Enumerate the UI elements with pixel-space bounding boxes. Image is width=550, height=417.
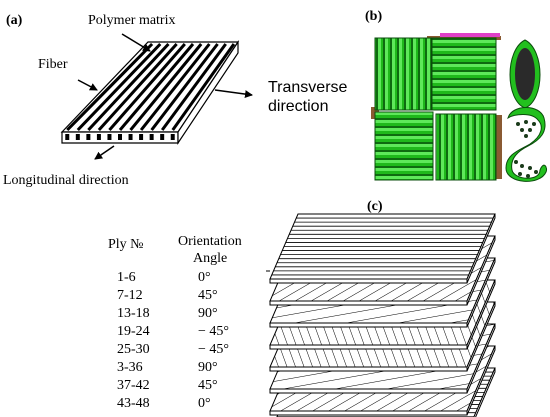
fiber-strand: [139, 43, 211, 131]
ply-angle: − 45°: [198, 324, 229, 339]
fiber-composite-block: [60, 40, 240, 145]
table-header-angle: Angle: [193, 251, 227, 266]
ply-range: 13-18: [117, 306, 150, 321]
fiber-end: [170, 134, 175, 140]
ply-range: 1-6: [117, 270, 136, 285]
fiber-strand: [160, 43, 227, 131]
table-header-orientation: Orientation: [178, 234, 242, 249]
tow-bottom-left: [374, 111, 434, 181]
panel-c: (c) Ply № Orientation Angle 1-6 0° 7-12 45°…: [108, 199, 496, 417]
fiber-strand: [171, 43, 236, 131]
table-rows: 1-6 0° 7-12 45° 13-18 90° 19-24 − 45° 25-30 − 45°…: [117, 270, 229, 411]
ply-range: 43-48: [117, 396, 150, 411]
fiber-strand: [118, 43, 195, 131]
transverse-arrow: [214, 89, 253, 99]
fiber-dot: [524, 134, 528, 138]
resin-pink-edge: [440, 33, 500, 37]
fiber-label: Fiber: [38, 57, 68, 72]
cross-section-lower: [505, 107, 547, 182]
fiber-end: [128, 134, 133, 140]
ply-range: 7-12: [117, 288, 143, 303]
fiber-end: [107, 134, 112, 140]
woven-fabric: [371, 33, 502, 181]
polymer-matrix-arrow: [121, 33, 151, 52]
tow-top-left: [374, 37, 432, 111]
fiber-dot: [524, 120, 528, 124]
table-header-ply: Ply №: [108, 237, 144, 252]
cross-section-core-upper: [515, 48, 535, 100]
fiber-dot: [520, 128, 524, 132]
ply-stack: [269, 213, 496, 417]
cross-section-fiber-dots: [514, 120, 538, 178]
fiber-end: [75, 134, 80, 140]
ply-table: Ply № Orientation Angle 1-6 0° 7-12 45° 13-1…: [108, 234, 242, 411]
fiber-strand: [87, 42, 170, 132]
ply-range: 25-30: [117, 342, 150, 357]
ply-layer: [269, 213, 496, 284]
fiber-dot: [528, 166, 532, 170]
fiber-end: [139, 134, 144, 140]
ply-range: 37-42: [117, 378, 150, 393]
longitudinal-arrow: [94, 145, 115, 160]
ply-angle: 0°: [198, 396, 211, 411]
block-side-face: [177, 40, 239, 145]
fiber-strand: [108, 43, 186, 131]
ply-range: 3-36: [117, 360, 143, 375]
fiber-end: [118, 134, 122, 140]
longitudinal-label: Longitudinal direction: [3, 173, 129, 188]
panel-b-label: (b): [365, 9, 382, 24]
panel-c-label: (c): [367, 199, 383, 214]
transverse-label: Transverse: [268, 79, 348, 96]
fiber-dot: [534, 170, 538, 174]
ply-angle: 0°: [198, 270, 211, 285]
fiber-dot: [516, 122, 520, 126]
fiber-strand: [150, 43, 219, 131]
fiber-end: [160, 134, 165, 140]
fiber-strands: [66, 42, 236, 132]
fiber-strand: [129, 43, 203, 131]
tow-top-right: [431, 37, 497, 111]
panel-a-label: (a): [6, 13, 23, 28]
fiber-strand: [76, 42, 162, 132]
fiber-end: [86, 134, 91, 140]
polymer-matrix-label: Polymer matrix: [88, 13, 176, 28]
fiber-dot: [520, 164, 524, 168]
resin-edge-right: [494, 115, 502, 179]
panel-a: (a) Polymer matrix Fiber Transverse dire…: [3, 13, 348, 188]
panel-b: (b): [365, 9, 547, 182]
fiber-strand: [66, 42, 154, 132]
fiber-dot: [526, 174, 530, 178]
fiber-arrow: [77, 79, 98, 91]
fiber-dot: [528, 128, 532, 132]
fiber-dot: [518, 172, 522, 176]
fiber-end: [96, 134, 101, 140]
ply-angle: 90°: [198, 306, 218, 321]
fiber-ends: [65, 134, 175, 140]
fiber-end: [65, 134, 70, 140]
ply-range: 19-24: [117, 324, 150, 339]
ply-angle: − 45°: [198, 342, 229, 357]
fiber-end: [149, 134, 154, 140]
ply-angle: 45°: [198, 288, 218, 303]
tow-bottom-right: [435, 113, 497, 181]
direction-label: direction: [268, 98, 328, 115]
fiber-strand: [97, 42, 178, 132]
ply-angle: 90°: [198, 360, 218, 375]
tow-cross-section: [505, 39, 547, 182]
ply-angle: 45°: [198, 378, 218, 393]
fiber-dot: [514, 160, 518, 164]
fiber-dot: [532, 122, 536, 126]
